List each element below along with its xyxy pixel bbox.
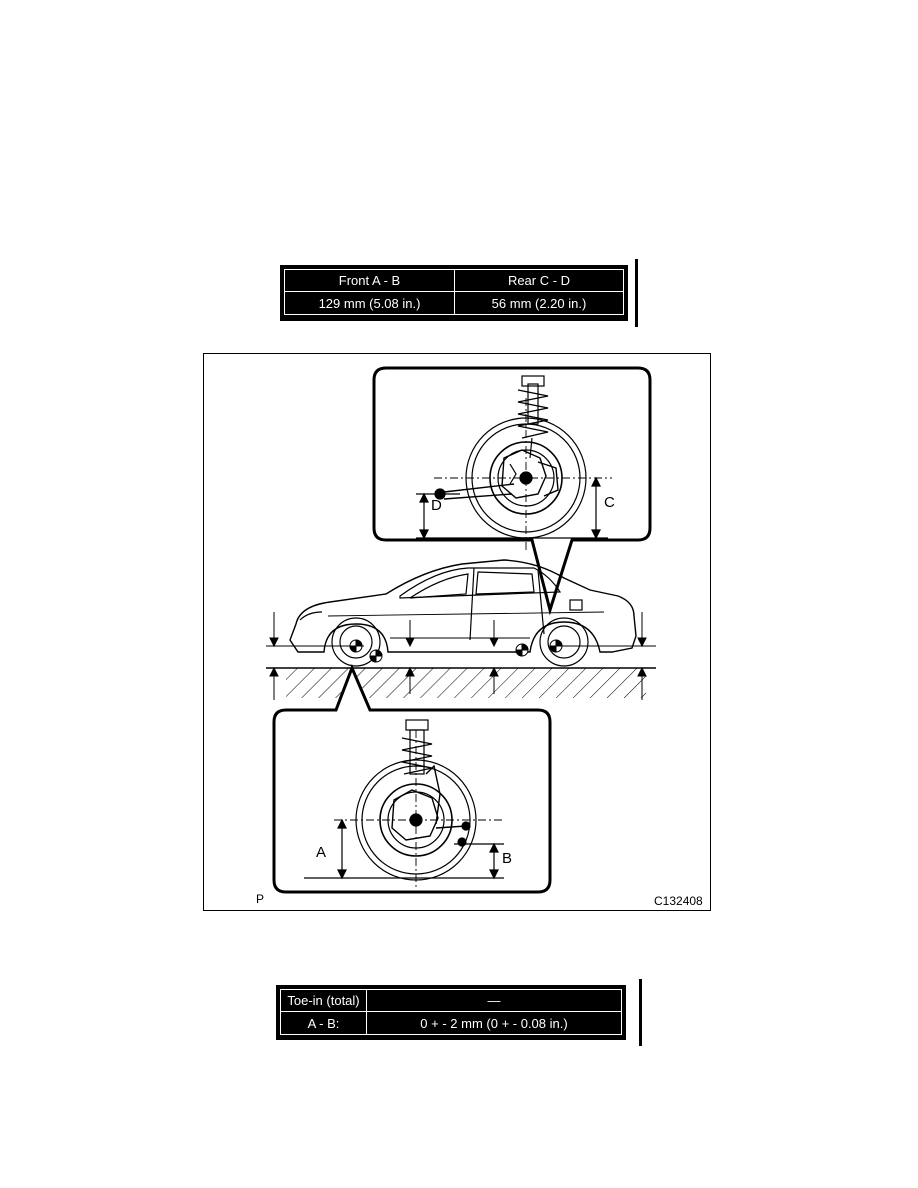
height-table-grid: Front A - B Rear C - D 129 mm (5.08 in.)… <box>284 269 624 315</box>
diagram-drawing <box>266 366 656 894</box>
label-b: B <box>502 850 513 867</box>
vehicle-height-spec-table: Front A - B Rear C - D 129 mm (5.08 in.)… <box>280 259 638 327</box>
height-value-rear: 56 mm (2.20 in.) <box>491 295 587 311</box>
toe-header-value: — <box>367 990 621 1012</box>
rear-wheel-callout <box>372 366 652 616</box>
table-side-bar <box>635 259 638 327</box>
label-a: A <box>316 844 327 861</box>
height-dimension-arrows <box>269 612 647 700</box>
label-d: D <box>431 497 442 514</box>
corner-mark: P <box>256 892 265 906</box>
height-header-rear: Rear C - D <box>455 270 623 292</box>
toe-row-value: 0 + - 2 mm (0 + - 0.08 in.) <box>420 1015 568 1031</box>
label-c: C <box>604 494 615 511</box>
toe-header-label: Toe-in (total) <box>281 990 367 1012</box>
toe-row-label: A - B: <box>281 1012 367 1034</box>
table-side-bar <box>639 979 642 1046</box>
vehicle-height-diagram: D C A B P C132408 <box>203 353 711 911</box>
figure-code: C132408 <box>654 894 703 908</box>
toe-in-spec-table: Toe-in (total) — A - B: 0 + - 2 mm (0 + … <box>276 979 642 1046</box>
front-wheel-callout <box>272 664 552 894</box>
ground-plane <box>266 645 656 698</box>
height-header-front: Front A - B <box>285 270 455 292</box>
car-side-view <box>289 559 637 667</box>
toe-table-grid: Toe-in (total) — A - B: 0 + - 2 mm (0 + … <box>280 989 622 1035</box>
height-value-front: 129 mm (5.08 in.) <box>285 292 455 314</box>
